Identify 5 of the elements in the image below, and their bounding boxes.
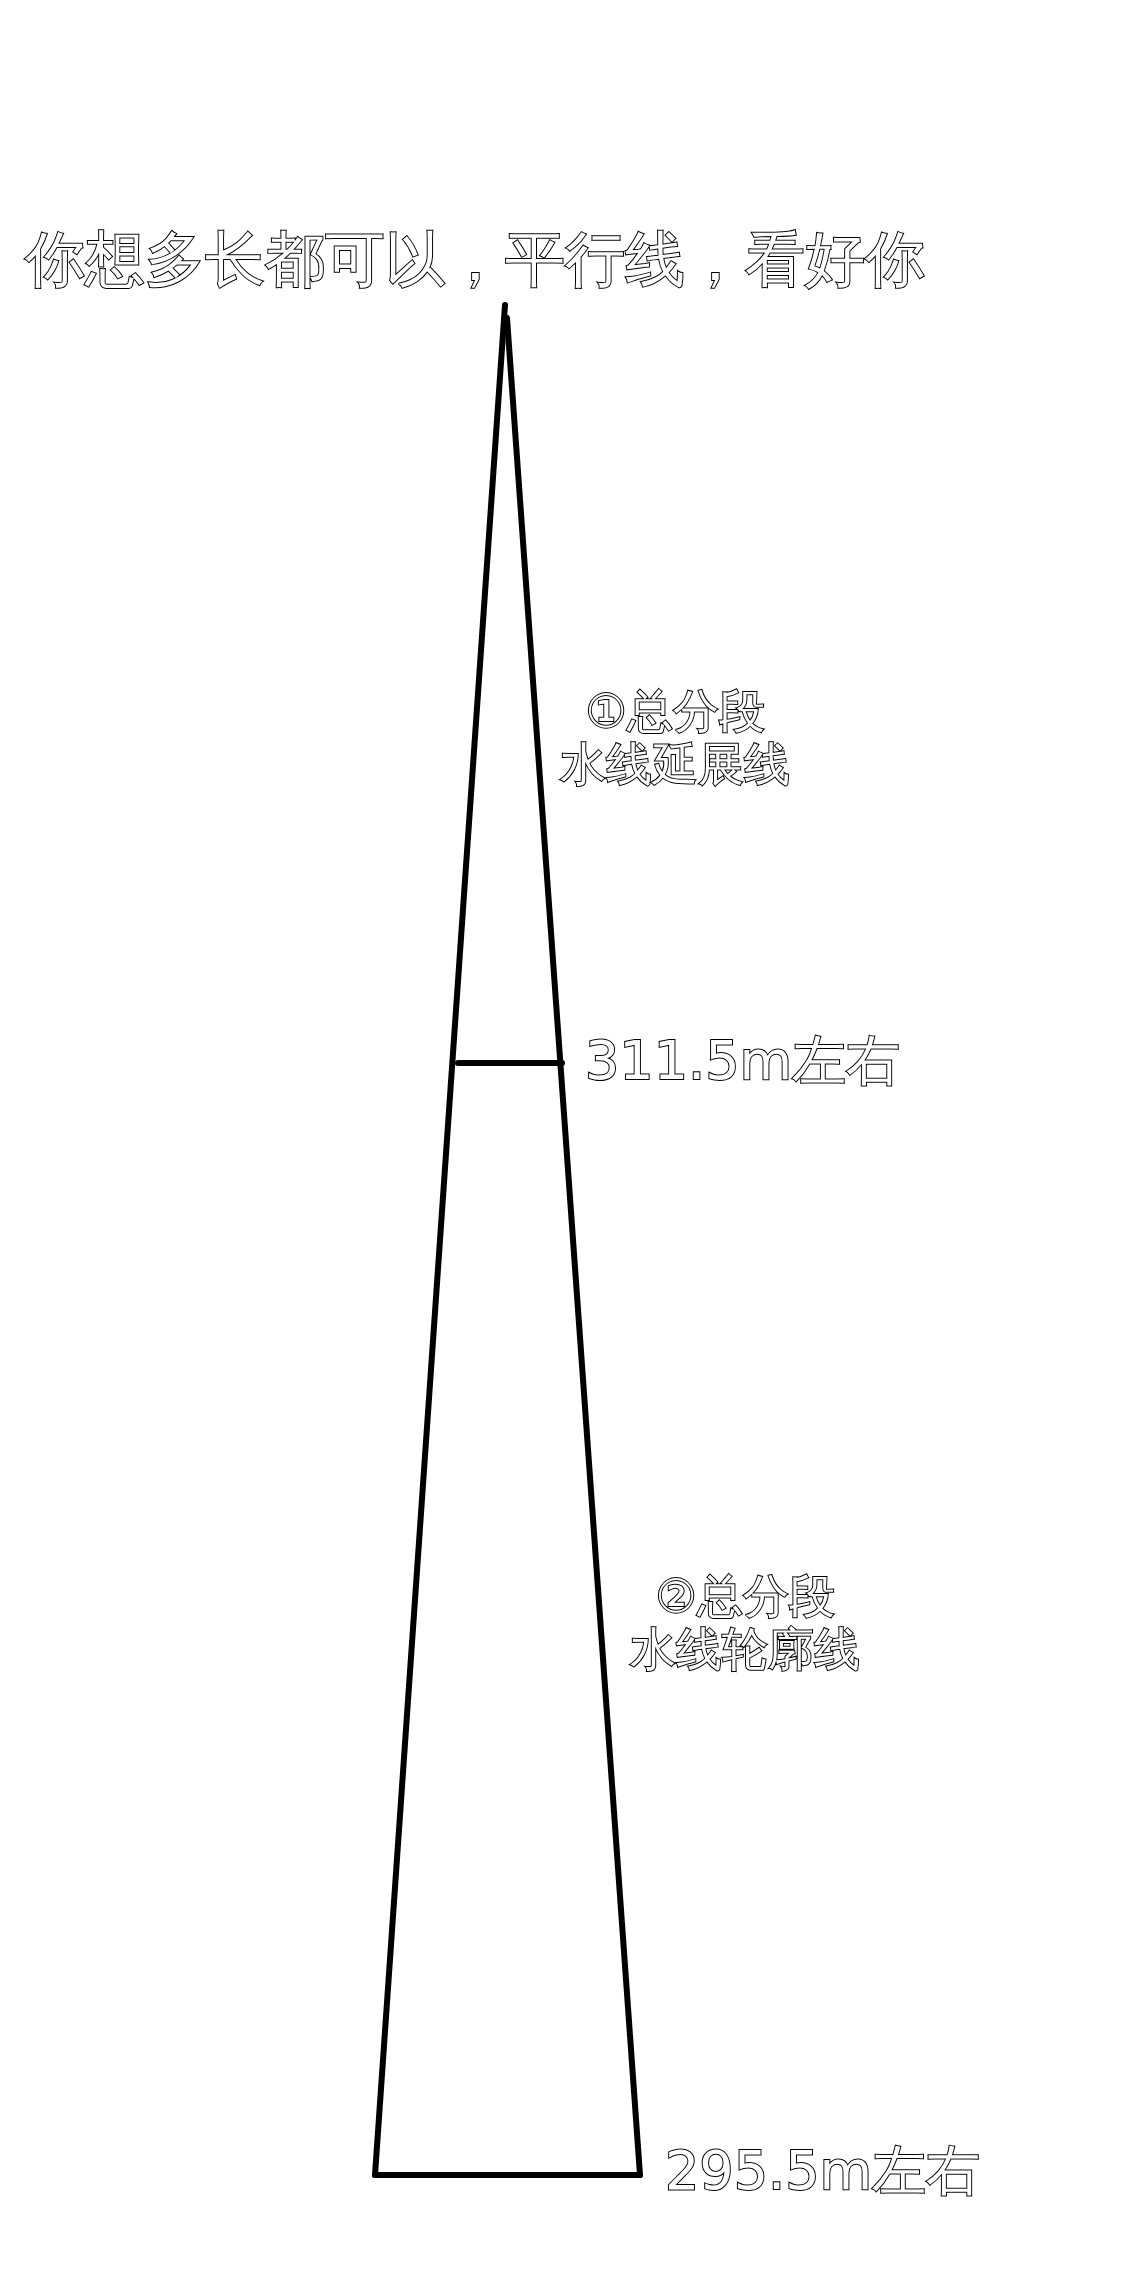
annotation-text: ①总分段水线延展线 [560, 685, 790, 791]
dimension-label: 311.5m左右 [585, 1030, 901, 1093]
title: 你想多长都可以，平行线，看好你 [25, 225, 925, 294]
dimension-label: 295.5m左右 [665, 2140, 981, 2203]
annotation-text: ②总分段水线轮廓线 [630, 1570, 860, 1676]
